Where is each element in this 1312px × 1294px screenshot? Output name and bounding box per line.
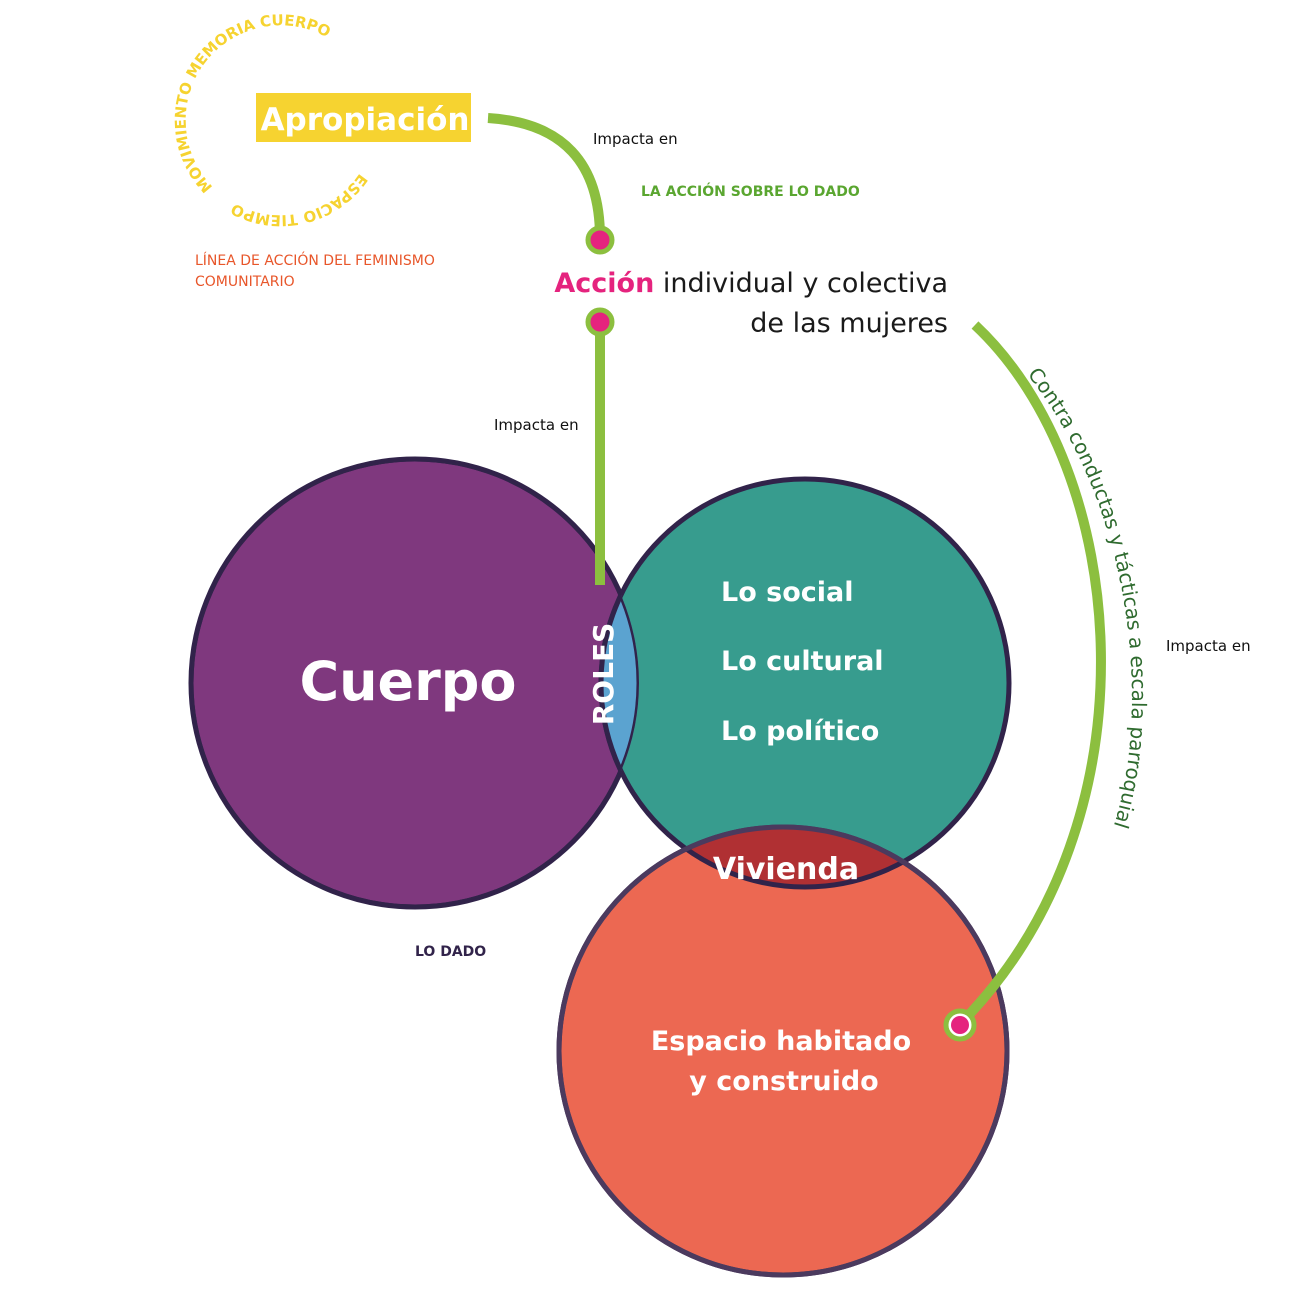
node-dot-icon [585,307,615,337]
node-dot-icon [943,1008,977,1042]
ring-text-bottom: ESPACIO TIEMPO [228,171,371,230]
cultural-label: Lo cultural [721,646,884,677]
social-label: Lo social [721,577,854,608]
accion-highlight: Acción [554,268,654,299]
impacta-mid: Impacta en [494,416,579,434]
linea-accion-2: COMUNITARIO [195,274,295,290]
accion-sobre-lo-dado: LA ACCIÓN SOBRE LO DADO [641,182,860,200]
impacta-top: Impacta en [593,130,678,148]
impacta-right: Impacta en [1166,637,1251,655]
vivienda-label: Vivienda [713,852,859,887]
apropiacion-box [256,93,471,142]
lo-dado-label: LO DADO [415,944,486,960]
accion-line2: de las mujeres [750,308,948,339]
espacio-label-2: y construido [689,1066,878,1097]
accion-line1: Acción individual y colectiva [554,268,948,299]
node-dot-icon [585,225,615,255]
connector-espacio [958,321,1106,1026]
roles-label: ROLES [587,623,620,726]
apropiacion-label: Apropiación [261,102,470,138]
accion-rest: individual y colectiva [654,268,948,299]
arc-text-path: Contra conductas y tácticas a escala par… [1023,363,1151,832]
arc-text: Contra conductas y tácticas a escala par… [1023,363,1151,832]
connector-apropiacion [487,113,605,239]
ring-bottom: ESPACIO TIEMPO [228,171,371,230]
espacio-label-1: Espacio habitado [651,1026,911,1057]
linea-accion-1: LÍNEA DE ACCIÓN DEL FEMINISMO [195,251,435,269]
roles-lens [598,476,639,890]
politico-label: Lo político [721,716,879,747]
vivienda-lens [598,827,1007,890]
cuerpo-label: Cuerpo [299,650,516,713]
